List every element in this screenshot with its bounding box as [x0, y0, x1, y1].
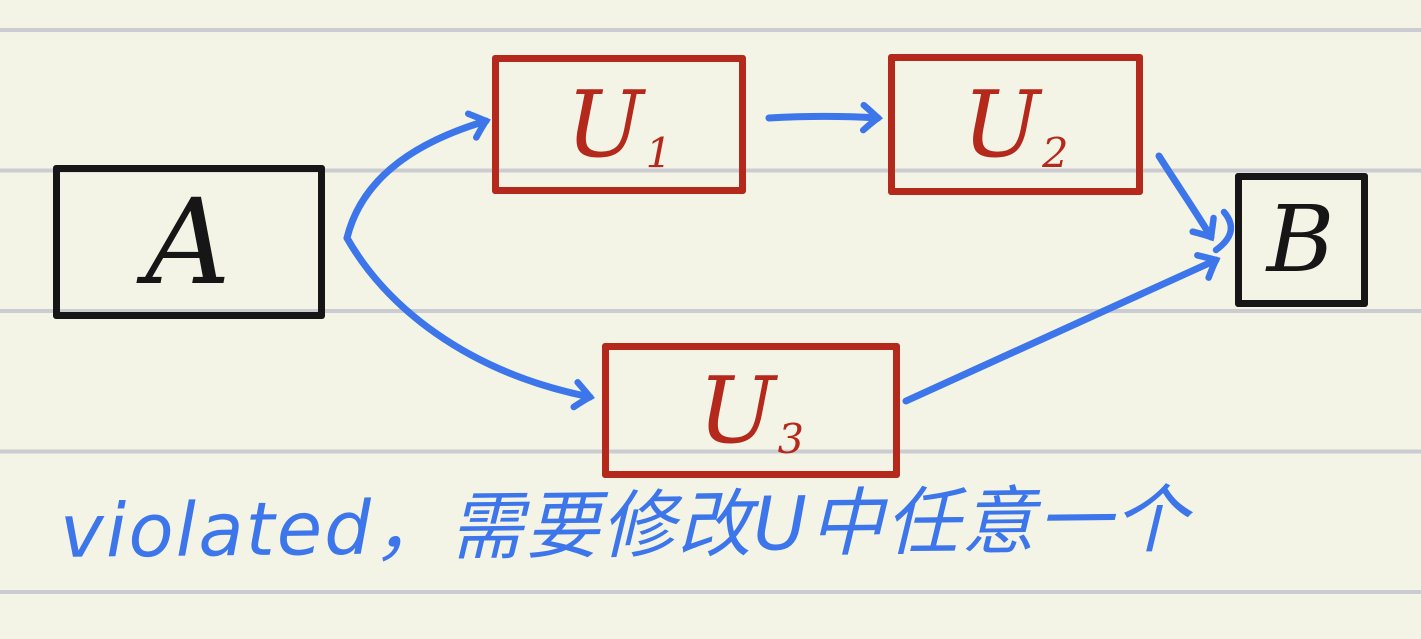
- node-box-A: A: [53, 165, 325, 319]
- node-label-U3: U3: [698, 356, 804, 464]
- edge-U3-B: [902, 252, 1221, 405]
- edge-A-U1: [343, 110, 491, 242]
- node-box-U1: U1: [492, 55, 746, 194]
- node-label-U1: U1: [566, 70, 672, 178]
- node-box-B: B: [1235, 173, 1368, 307]
- edge-U2-B-arrowhead-flourish: [1212, 208, 1235, 254]
- node-label-B: B: [1266, 186, 1335, 293]
- node-box-U2: U2: [888, 54, 1143, 195]
- caption-text: violated，需要修改U中任意一个: [59, 477, 1190, 575]
- node-label-U2: U2: [962, 70, 1069, 178]
- node-box-U3: U3: [602, 343, 900, 478]
- edge-U2-B: [1155, 152, 1217, 242]
- node-label-A: A: [145, 173, 231, 311]
- edge-U1-U2: [765, 101, 884, 134]
- edge-A-U3: [343, 234, 595, 411]
